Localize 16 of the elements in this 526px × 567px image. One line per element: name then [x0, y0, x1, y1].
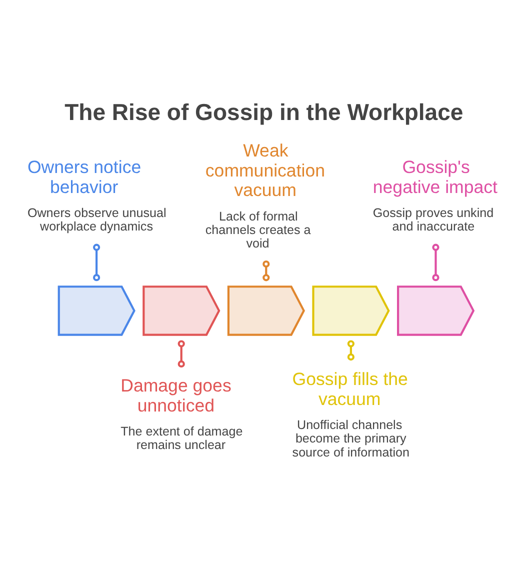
node-chevron — [58, 285, 136, 336]
connector — [178, 340, 185, 368]
node-text: Weak communication vacuum Lack of formal channels creates a void — [205, 140, 326, 250]
connector — [262, 260, 270, 281]
node-chevron — [397, 285, 475, 336]
node-chevron — [312, 285, 390, 336]
node-text: Damage goes unnoticed The extent of damage remains unclear — [120, 374, 243, 452]
node-chevron — [227, 285, 305, 336]
node-text: Owners notice behavior Owners observe unusual workplace dynamics — [27, 156, 166, 234]
node-text: Gossip fills the vacuum Unofficial channels become the primary source of information — [292, 368, 410, 459]
node-text: Gossip's negative impact Gossip proves unkind and inaccurate — [372, 156, 498, 234]
connector — [432, 243, 440, 281]
connector — [93, 243, 100, 281]
node-chevron — [142, 285, 220, 336]
diagram-title: The Rise of Gossip in the Workplace — [64, 98, 464, 124]
connector — [347, 340, 354, 360]
